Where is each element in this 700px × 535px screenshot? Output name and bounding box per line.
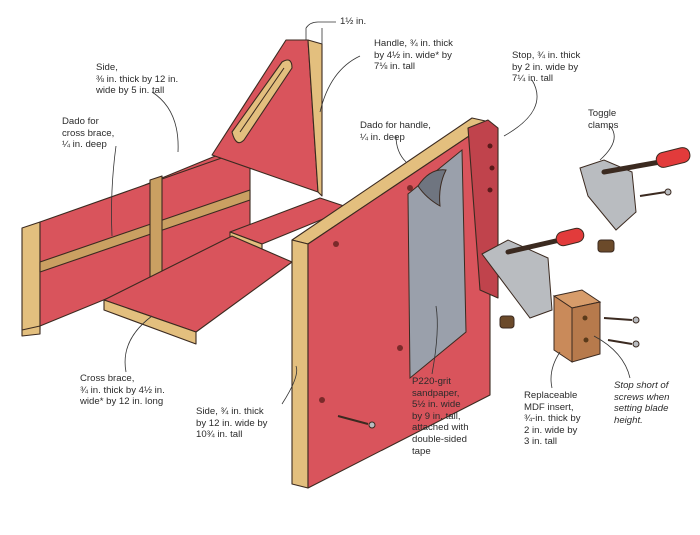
label-dado-handle: Dado for handle, ¼ in. deep	[360, 120, 431, 143]
toggle-clamp-attached	[481, 227, 585, 329]
screws	[337, 188, 672, 429]
label-dado-cross-brace: Dado for cross brace, ¼ in. deep	[62, 116, 115, 151]
label-handle: Handle, ¾ in. thick by 4½ in. wide* by 7…	[374, 38, 453, 73]
label-stop-short-note: Stop short of screws when setting blade …	[614, 380, 670, 426]
dimension-bracket	[305, 21, 336, 44]
label-cross-brace: Cross brace, ¾ in. thick by 4½ in. wide*…	[80, 373, 165, 408]
sandpaper-sheet	[407, 148, 467, 380]
label-mdf-insert: Replaceable MDF insert, ¾-in. thick by 2…	[524, 390, 581, 448]
label-sandpaper: P220-grit sandpaper, 5½ in. wide by 9 in…	[412, 376, 469, 457]
label-toggle-clamps: Toggle clamps	[588, 108, 619, 131]
back-side-panel	[21, 147, 251, 337]
toggle-clamp-loose	[579, 147, 691, 253]
label-side-front: Side, ¾ in. thick by 12 in. wide by 10¾ …	[196, 406, 268, 441]
label-stop: Stop, ¾ in. thick by 2 in. wide by 7¼ in…	[512, 50, 581, 85]
label-side-back: Side, ⅜ in. thick by 12 in. wide by 5 in…	[96, 62, 179, 97]
label-dimension-top: 1½ in.	[340, 16, 367, 27]
handle-piece	[211, 39, 323, 197]
mdf-insert	[552, 289, 602, 363]
leader-lines	[111, 55, 631, 405]
